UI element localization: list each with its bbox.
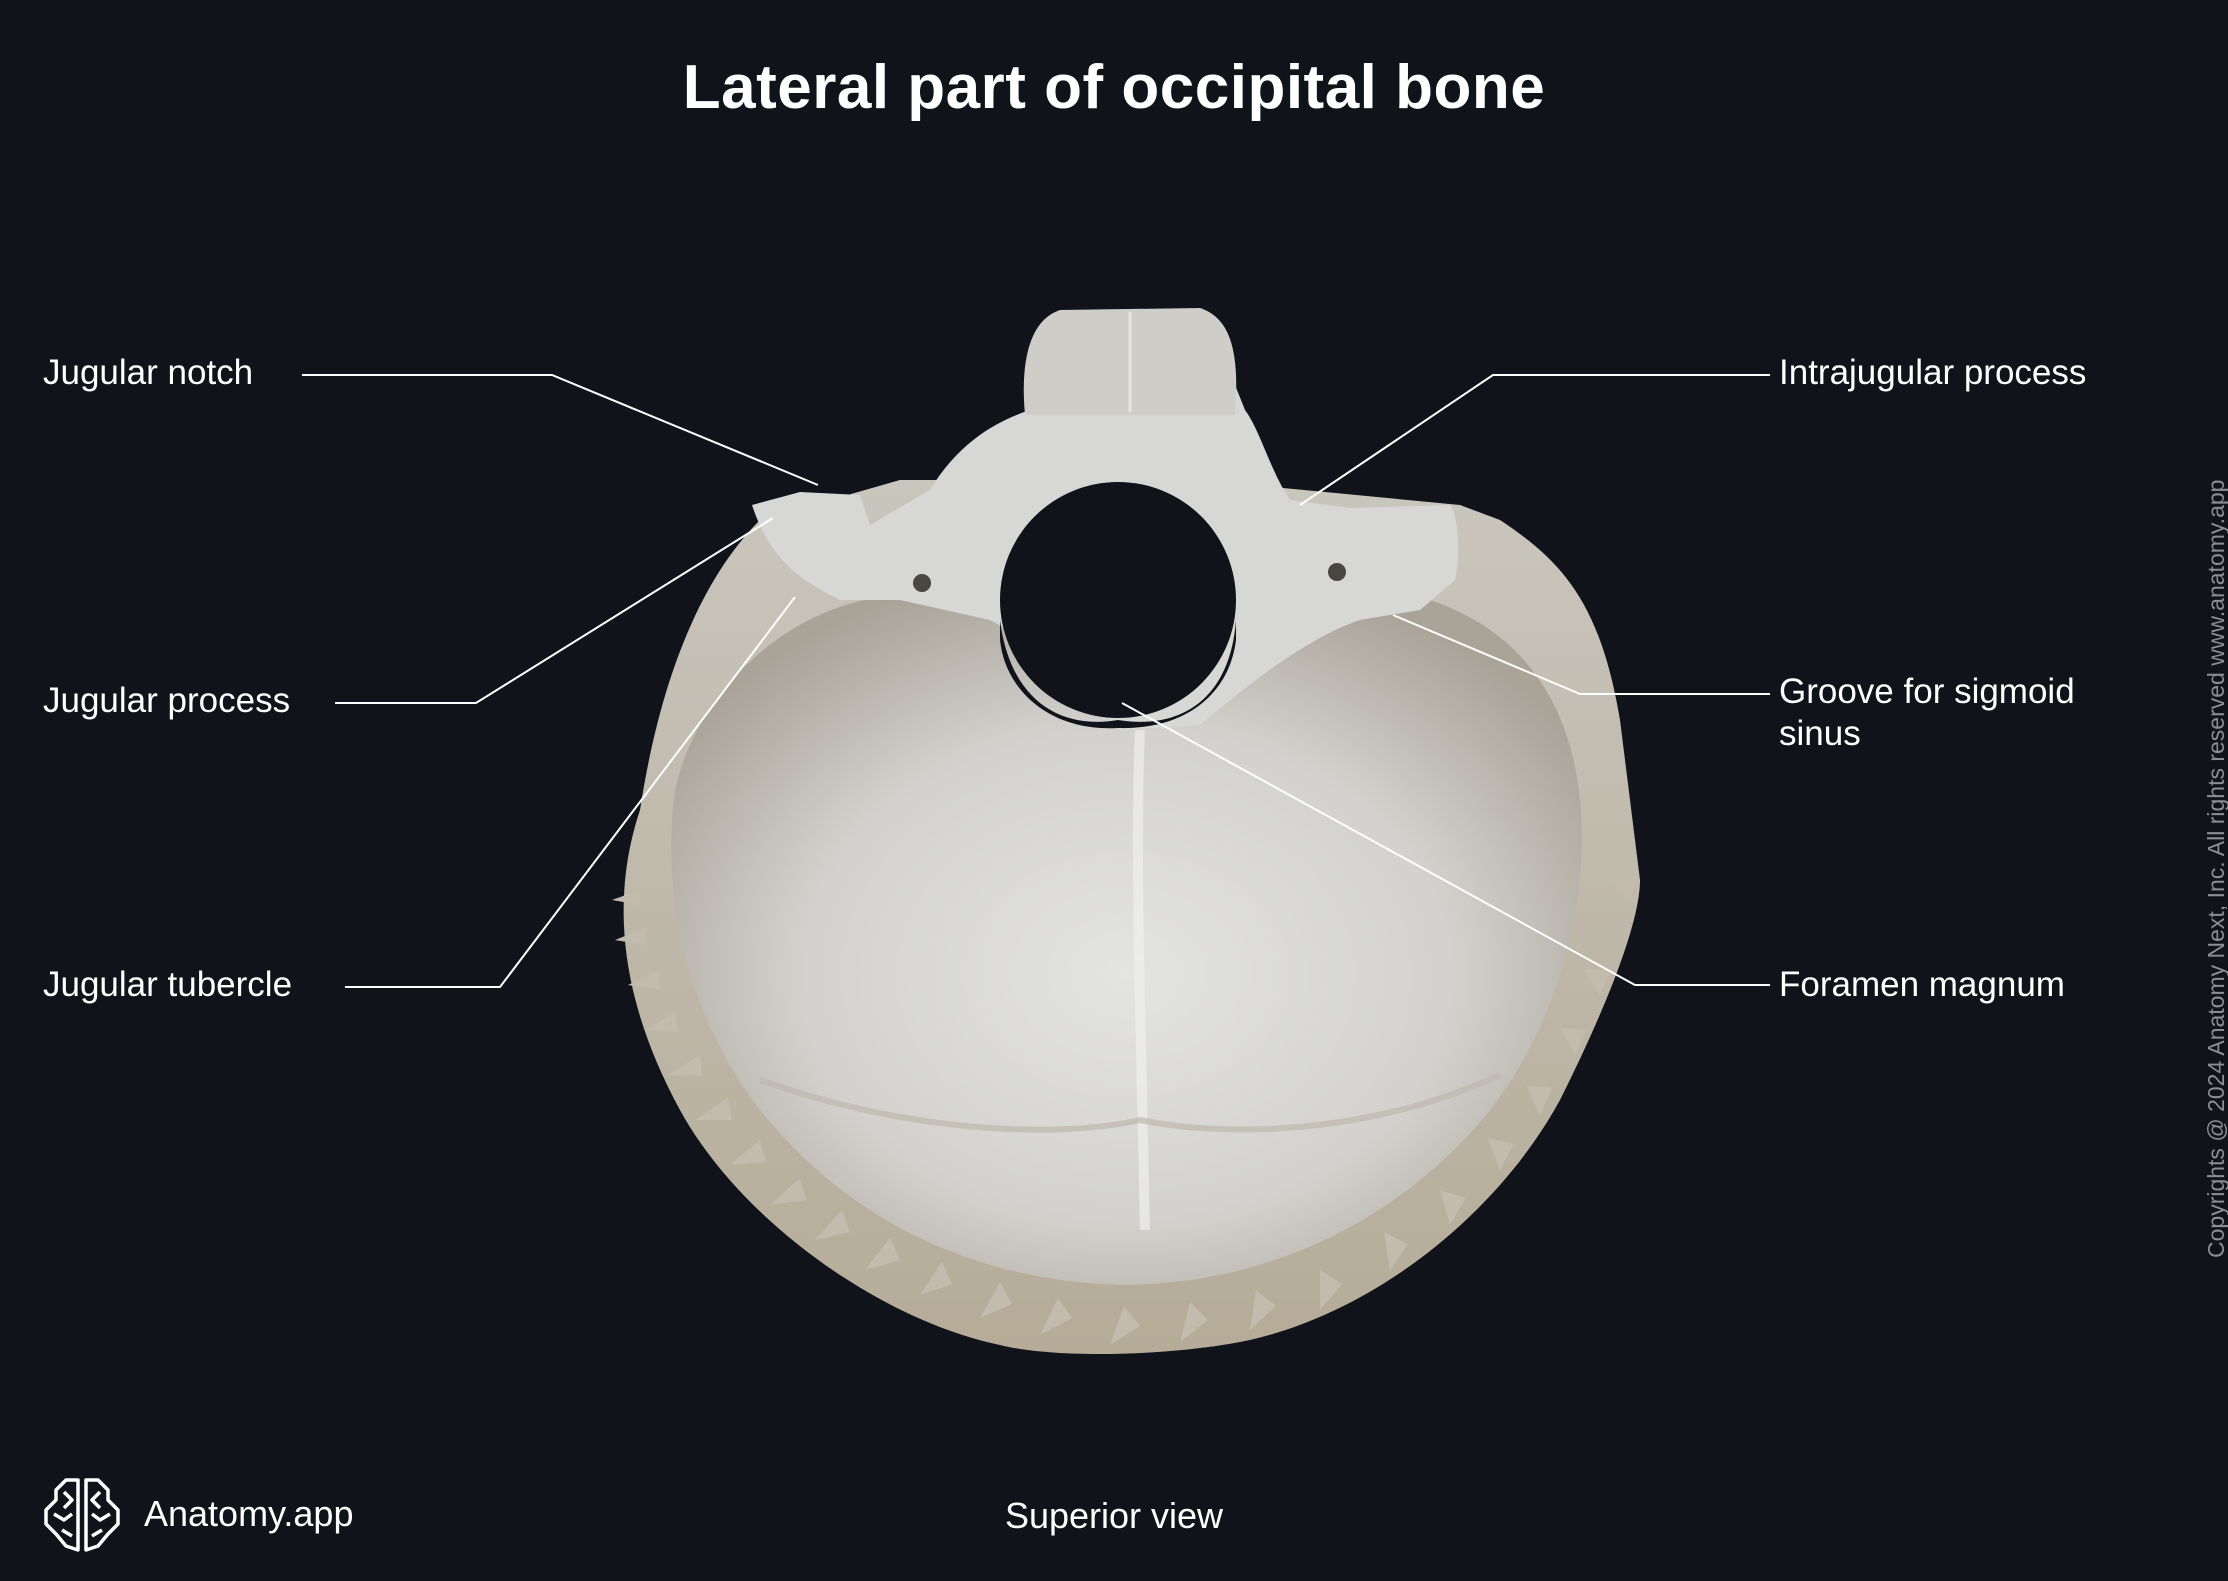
brain-icon <box>44 1478 120 1552</box>
foramen-magnum-opening <box>1000 482 1236 718</box>
label-jugular-process: Jugular process <box>43 681 291 720</box>
label-jugular-notch: Jugular notch <box>43 353 254 392</box>
label-intrajugular-process: Intrajugular process <box>1779 353 2087 392</box>
label-foramen-magnum: Foramen magnum <box>1779 965 2065 1004</box>
brand-name: Anatomy.app <box>144 1493 354 1534</box>
label-groove-sigmoid-sinus: Groove for sigmoid sinus <box>1779 672 2075 753</box>
copyright-notice: Copyrights @ 2024 Anatomy Next, Inc. All… <box>2203 479 2228 1258</box>
view-label: Superior view <box>1004 1495 1224 1536</box>
brand-logo: Anatomy.app <box>40 1476 353 1552</box>
page-title: Lateral part of occipital bone <box>682 53 1546 122</box>
label-jugular-tubercle: Jugular tubercle <box>43 965 293 1004</box>
